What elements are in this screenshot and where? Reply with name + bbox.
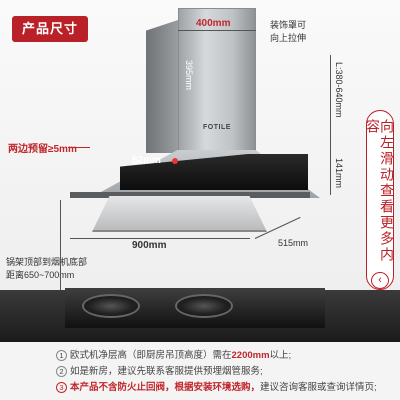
chimney-height-label: 395mm — [184, 60, 194, 91]
total-height-label: L:380-640mm — [334, 62, 344, 118]
note-1-number: 1 — [56, 349, 67, 361]
slide-left-tab[interactable]: 向左滑动查看更多内容 ‹ — [365, 110, 395, 290]
panel-display: 52mm — [132, 155, 161, 166]
note-1-highlight: 2200mm — [231, 350, 270, 361]
note-2-text: 如是新房，建议先联系客服提供预埋烟管服务; — [70, 366, 263, 377]
smoke-tray — [92, 196, 267, 232]
width-label: 900mm — [132, 240, 167, 251]
note-3-tail: 建议咨询客服或查询详情页; — [260, 382, 377, 393]
note-1-prefix: 欧式机净层高（即厨房吊顶高度）需在 — [70, 350, 232, 361]
brand-logo: FOTILE — [203, 124, 231, 131]
section-tag: 产品尺寸 — [12, 16, 88, 42]
total-height-line — [330, 55, 331, 155]
hood-bottom-edge — [70, 192, 310, 198]
right-burner-icon — [175, 294, 233, 318]
note-1-suffix: 以上; — [269, 350, 292, 361]
extend-note-line2: 向上拉伸 — [270, 33, 307, 43]
panel-height-label: 141mm — [334, 158, 344, 189]
chimney-width-line — [178, 30, 256, 31]
side-gap-value: ≥5mm — [48, 144, 77, 155]
note-2-number: 2 — [56, 365, 67, 377]
note-3-warning: 本产品不含防火止回阀，根据安装环境选购， — [70, 382, 261, 393]
width-line — [70, 238, 250, 239]
chimney-width-label: 400mm — [196, 18, 231, 29]
extend-note-line1: 装饰罩可 — [270, 20, 307, 30]
slide-left-text: 向左滑动查看更多内容 — [365, 119, 395, 263]
side-gap-arrow — [68, 147, 90, 148]
install-distance-line — [60, 200, 61, 295]
chimney-cover — [178, 8, 256, 153]
chimney-side — [146, 20, 178, 153]
panel-height-line — [330, 155, 331, 195]
power-indicator-icon — [172, 158, 178, 164]
note-3-number: 3 — [56, 381, 67, 393]
side-gap-label: 两边预留≥5mm — [8, 140, 77, 155]
install-note-line1: 锅架顶部到烟机底部 — [6, 257, 88, 267]
depth-label: 515mm — [278, 238, 309, 248]
install-note-line2: 距离650~700mm — [6, 270, 75, 280]
left-burner-icon — [82, 294, 140, 318]
side-gap-text: 两边预留 — [8, 144, 48, 155]
slide-left-button[interactable]: ‹ — [371, 272, 389, 289]
